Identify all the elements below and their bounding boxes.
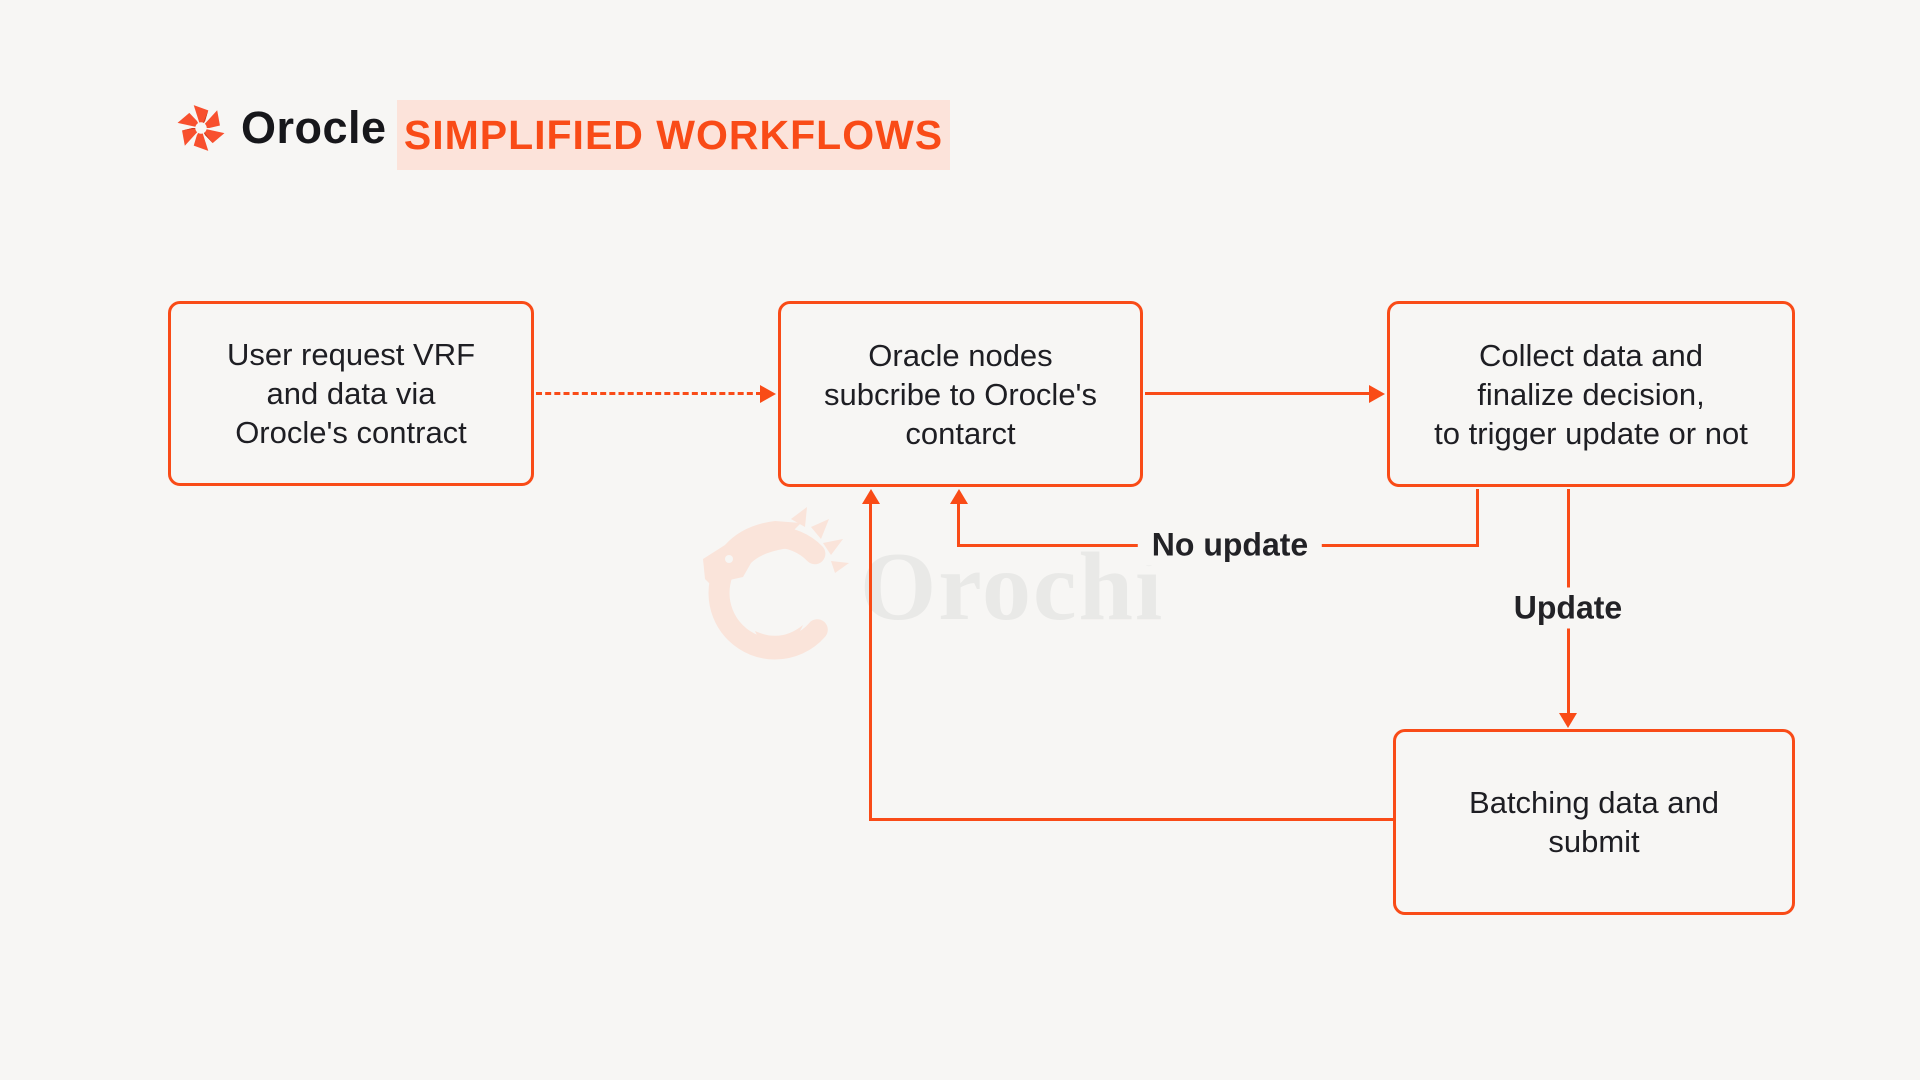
node-text-line: finalize decision,: [1477, 376, 1705, 412]
orocle-pinwheel-logo-icon: [177, 105, 225, 151]
brand-name: Orocle: [241, 102, 387, 153]
node-text-line: Orocle's contract: [235, 415, 467, 450]
node-text-line: submit: [1548, 824, 1640, 859]
edge-no-update-arrowhead-icon: [949, 489, 968, 504]
node-text-line: contarct: [905, 415, 1016, 451]
edge-request-arrowhead-icon: [760, 384, 776, 403]
edge-return-arrowhead-icon: [861, 489, 880, 504]
node-text-line: Oracle nodes: [868, 337, 1053, 373]
flow-node-user-request: User request VRF and data via Orocle's c…: [168, 301, 534, 486]
edge-label-update: Update: [1499, 587, 1637, 629]
flow-node-batching-data: Batching data and submit: [1393, 729, 1795, 915]
edge-return-line-horizontal: [869, 818, 1393, 821]
orochi-dragon-watermark-icon: [703, 507, 849, 660]
flow-node-collect-data: Collect data and finalize decision, to t…: [1387, 301, 1795, 487]
edge-no-update-line-vertical-right: [1476, 489, 1479, 547]
node-text-line: Collect data and: [1478, 337, 1704, 373]
edge-subscribe-line: [1145, 392, 1371, 395]
node-text-line: User request VRF: [226, 337, 476, 372]
node-text-line: and data via: [266, 376, 436, 411]
edge-return-line-vertical: [869, 501, 872, 821]
edge-subscribe-arrowhead-icon: [1369, 384, 1385, 403]
node-text-line: subcribe to Orocle's: [824, 376, 1097, 412]
edge-no-update-line-vertical-left: [957, 501, 960, 547]
orochi-watermark-text: Orochi: [860, 533, 1165, 641]
edge-update-arrowhead-icon: [1559, 713, 1577, 728]
page-title: SIMPLIFIED WORKFLOWS: [403, 111, 944, 158]
node-text-line: Batching data and: [1469, 785, 1719, 820]
page-title-badge: SIMPLIFIED WORKFLOWS: [397, 100, 950, 170]
edge-request-dashed-line: [536, 392, 762, 395]
edge-label-no-update: No update: [1137, 524, 1323, 566]
node-text-line: to trigger update or not: [1434, 415, 1748, 451]
brand: Orocle: [175, 100, 387, 156]
flow-node-oracle-nodes: Oracle nodes subcribe to Orocle's contar…: [778, 301, 1143, 487]
